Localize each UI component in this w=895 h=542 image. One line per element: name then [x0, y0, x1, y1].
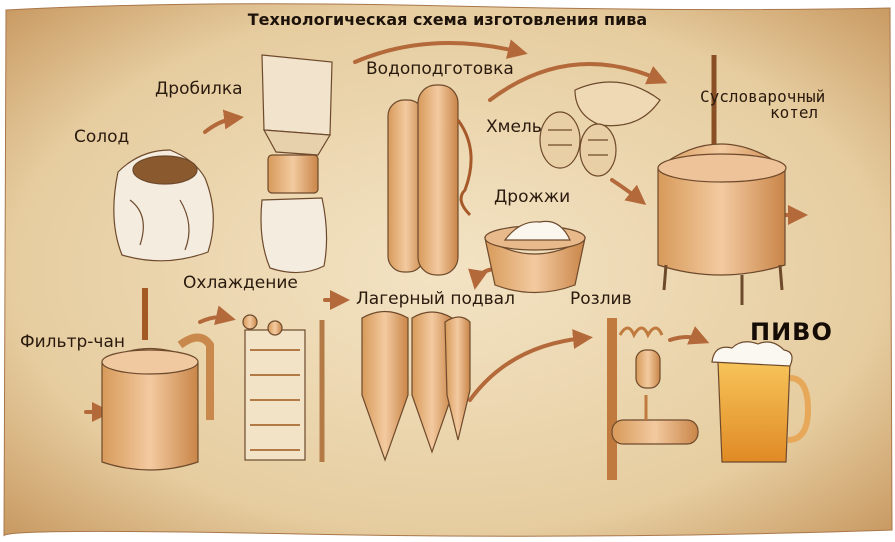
lager-tanks-icon — [361, 310, 471, 462]
label-hops: Хмель — [486, 117, 542, 137]
label-malt: Солод — [74, 127, 130, 147]
bottling-tap-icon — [607, 318, 699, 480]
arrow-bottling-beer — [668, 326, 710, 345]
label-filter-tun: Фильтр-чан — [20, 332, 125, 352]
label-bottling: Розлив — [570, 289, 632, 309]
arrow-water-kettle — [488, 62, 668, 102]
diagram-title: Технологическая схема изготовления пива — [247, 10, 648, 29]
arrow-filter-cooling — [198, 305, 236, 326]
arrow-crusher-water — [353, 39, 528, 64]
filter-tun-icon — [101, 288, 214, 471]
malt-sack-icon — [113, 149, 214, 262]
yeast-bowl-icon — [484, 220, 586, 294]
label-kettle-line1: Сусловарочный — [700, 87, 826, 106]
water-treatment-icon — [387, 84, 473, 276]
label-yeast: Дрожжи — [494, 187, 571, 207]
label-cooling: Охлаждение — [183, 273, 298, 293]
arrow-lager-bottling — [468, 329, 593, 402]
cooling-exchanger-icon — [242, 314, 325, 462]
flow-arrows — [84, 39, 808, 422]
label-water-treatment: Водоподготовка — [366, 59, 514, 79]
arrow-malt-crusher — [203, 109, 244, 134]
label-crusher: Дробилка — [155, 79, 243, 99]
beer-mug-icon — [711, 341, 812, 463]
wort-kettle-icon — [657, 55, 787, 305]
label-lager-cellar: Лагерный подвал — [356, 289, 515, 309]
label-kettle-line2: котел — [770, 103, 819, 122]
hops-icon — [539, 81, 661, 177]
crusher-icon — [260, 54, 333, 274]
arrow-hops-kettle — [610, 178, 647, 205]
label-beer: ПИВО — [750, 318, 833, 346]
